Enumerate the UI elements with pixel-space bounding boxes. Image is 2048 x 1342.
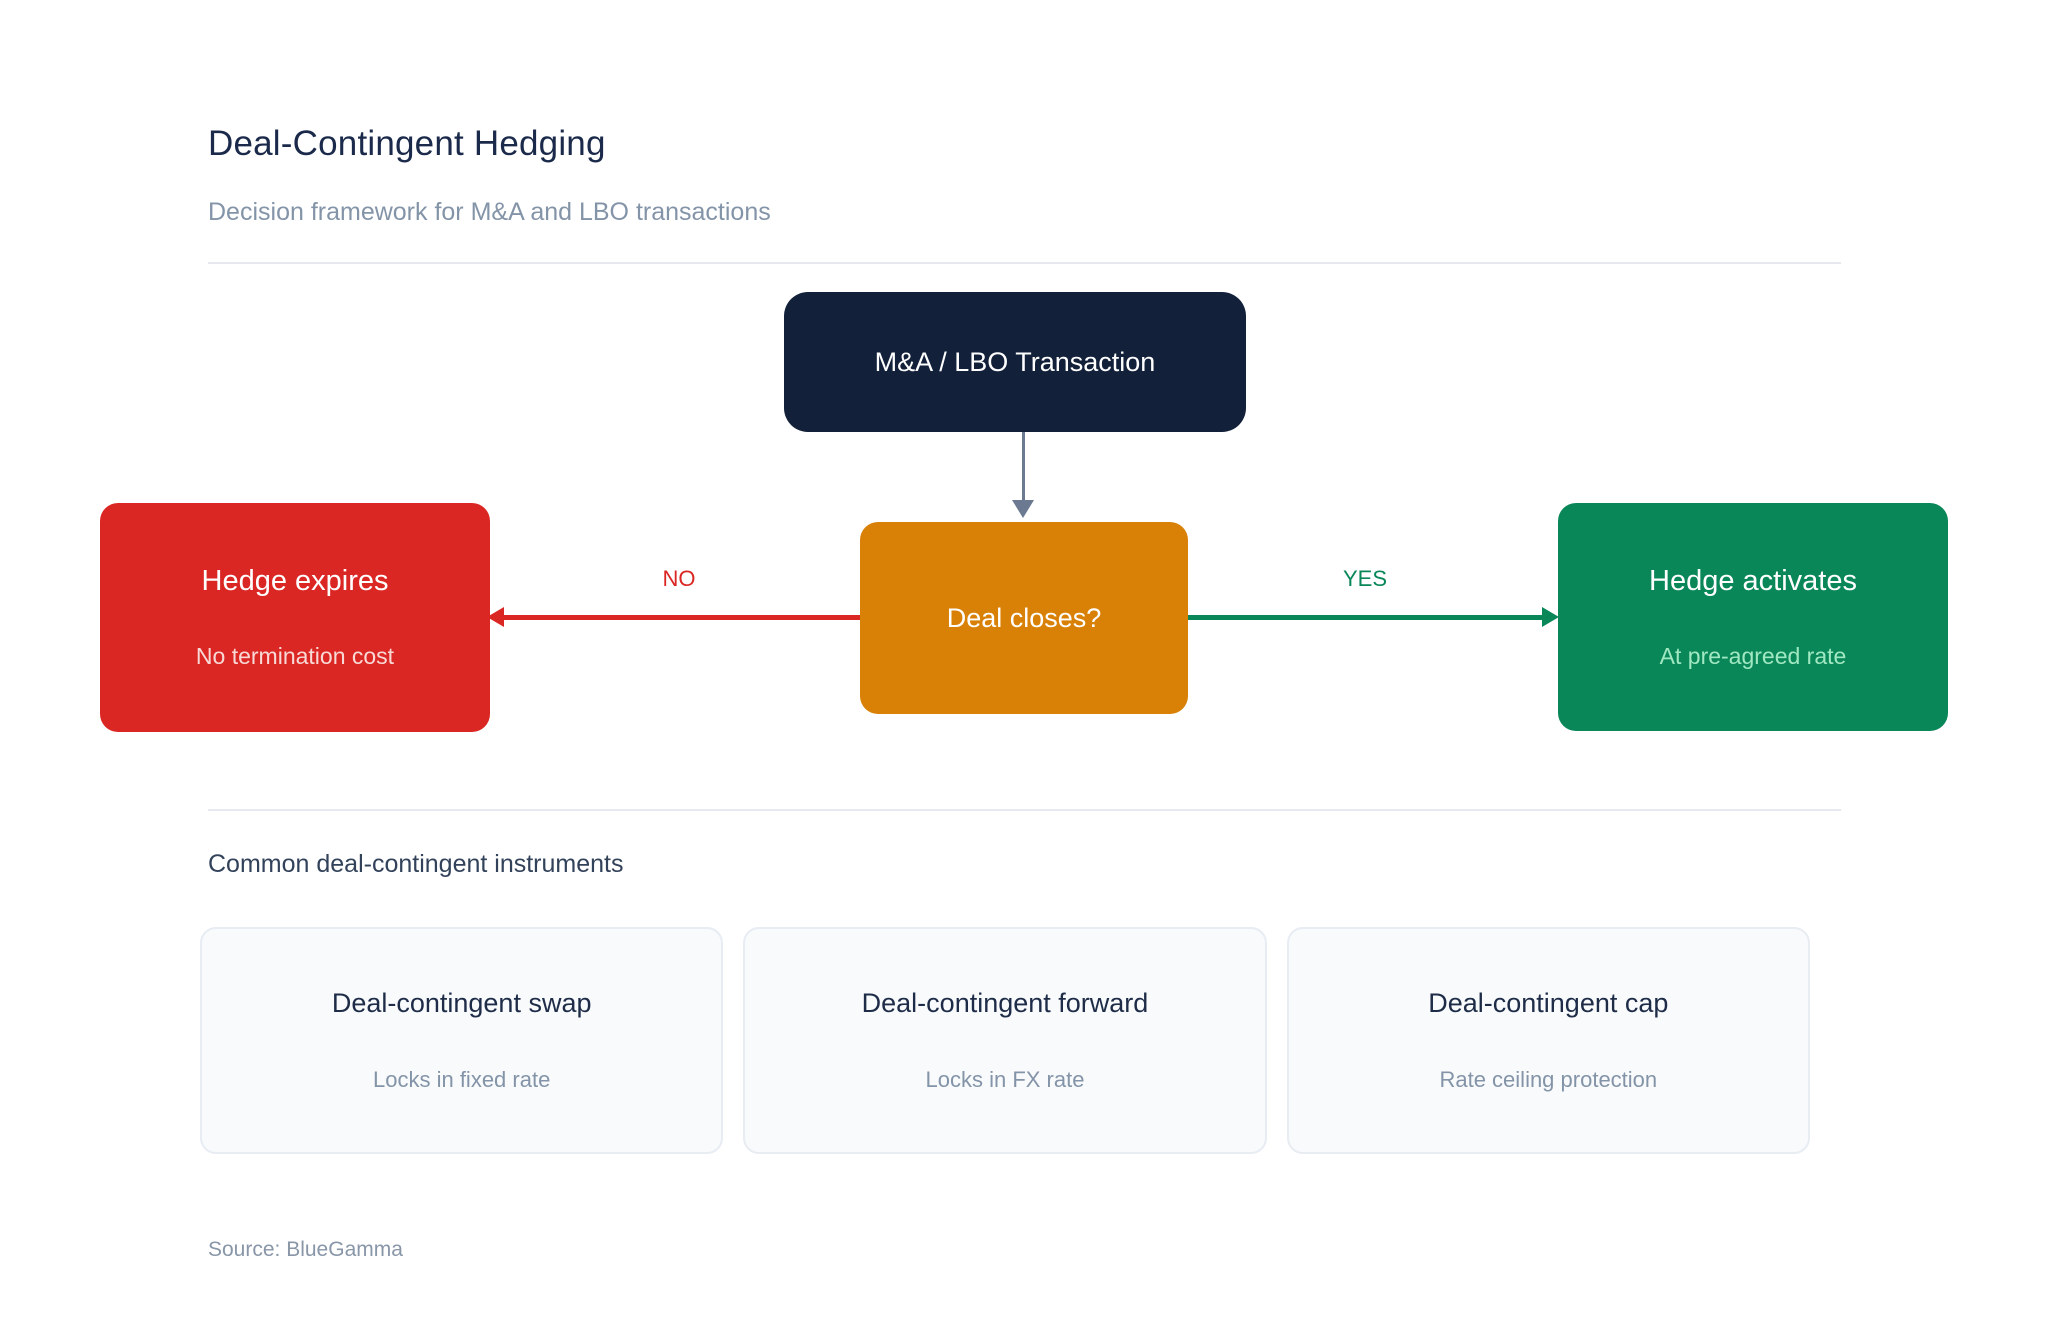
card-title: Deal-contingent forward [861,988,1149,1018]
source-note: Source: BlueGamma [208,1238,403,1261]
arrowhead-right-icon [1542,607,1559,627]
flow-node-hedge-expires: Hedge expires No termination cost [100,503,490,732]
page-title: Deal-Contingent Hedging [208,124,606,163]
branch-label-no: NO [662,566,696,591]
bottom-divider [208,809,1841,811]
flow-node-hedge-activates: Hedge activates At pre-agreed rate [1558,503,1948,731]
instrument-cards-row: Deal-contingent swap Locks in fixed rate… [200,927,1810,1154]
instrument-card-cap: Deal-contingent cap Rate ceiling protect… [1286,927,1810,1154]
hedge-activates-subtitle: At pre-agreed rate [1659,642,1847,669]
instrument-card-swap: Deal-contingent swap Locks in fixed rate [200,927,724,1154]
hedge-activates-title: Hedge activates [1649,564,1857,597]
hedge-expires-subtitle: No termination cost [195,643,395,669]
hedge-expires-title: Hedge expires [201,565,389,597]
arrowhead-down-icon [1012,500,1034,518]
card-title: Deal-contingent swap [331,988,592,1018]
card-subtitle: Locks in FX rate [925,1067,1085,1092]
arrowhead-left-icon [487,607,504,627]
yes-connector-line [1188,615,1542,620]
branch-label-yes: YES [1342,566,1388,591]
no-connector-line [504,615,860,620]
flow-node-deal-closes-label: Deal closes? [946,602,1102,633]
card-title: Deal-contingent cap [1428,988,1669,1018]
page-subtitle: Decision framework for M&A and LBO trans… [208,198,771,226]
instruments-section-title: Common deal-contingent instruments [208,850,624,878]
top-divider [208,262,1841,264]
flow-node-transaction-label: M&A / LBO Transaction [874,346,1156,377]
card-subtitle: Rate ceiling protection [1439,1067,1658,1092]
down-connector-line [1022,432,1025,502]
instrument-card-forward: Deal-contingent forward Locks in FX rate [743,927,1267,1154]
card-subtitle: Locks in fixed rate [373,1067,551,1092]
flow-node-transaction: M&A / LBO Transaction [784,292,1246,432]
flow-node-deal-closes: Deal closes? [860,522,1188,714]
